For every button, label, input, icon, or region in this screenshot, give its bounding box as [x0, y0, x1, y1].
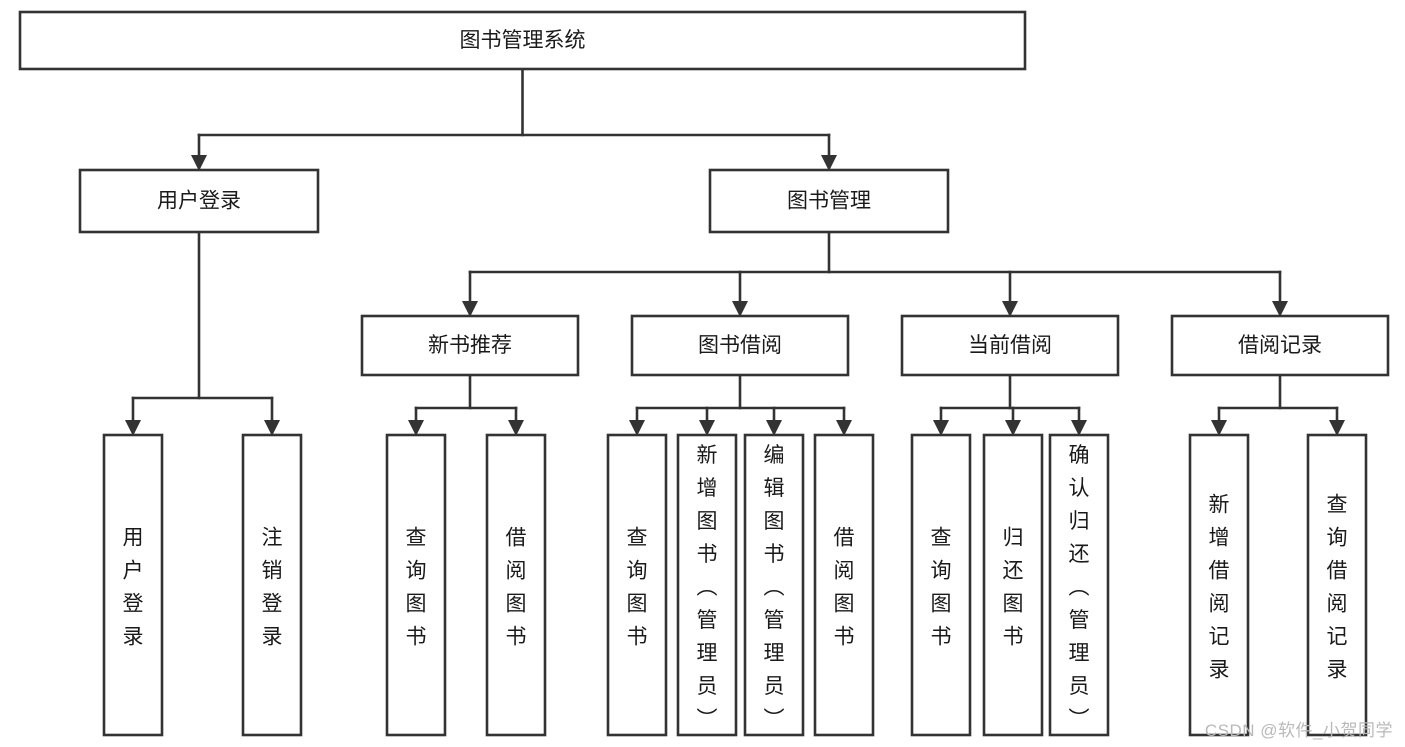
node-box: [241, 433, 303, 737]
node-leaf_12[interactable]: 查询借阅记录: [1306, 433, 1368, 737]
arrow-head-icon: [408, 420, 424, 436]
node-box: [1306, 433, 1368, 737]
node-l3_0[interactable]: 新书推荐: [360, 314, 580, 377]
node-l3_2[interactable]: 当前借阅: [900, 314, 1120, 377]
node-leaf_9[interactable]: 归还图书: [982, 433, 1044, 737]
arrow-head-icon: [1002, 301, 1018, 317]
node-box: [385, 433, 447, 737]
arrow-head-icon: [191, 155, 207, 171]
node-box: [78, 168, 320, 234]
connector-layer: [125, 67, 1345, 436]
watermark: CSDN @软件_小贺同学: [1204, 721, 1393, 740]
node-label: 新增图书︵管理员︶: [697, 444, 718, 731]
node-box: [743, 433, 805, 737]
node-leaf_10[interactable]: 确认归还︵管理员︶: [1048, 433, 1110, 737]
arrow-head-icon: [1329, 420, 1345, 436]
node-leaf_2[interactable]: 查询图书: [385, 433, 447, 737]
node-box: [485, 433, 547, 737]
node-box: [910, 433, 972, 737]
node-box: [18, 10, 1027, 71]
arrow-head-icon: [264, 420, 280, 436]
arrow-head-icon: [508, 420, 524, 436]
node-l3_3[interactable]: 借阅记录: [1170, 314, 1390, 377]
node-label: 查询借阅记录: [1327, 494, 1348, 682]
node-label: 借阅图书: [834, 527, 855, 649]
node-leaf_8[interactable]: 查询图书: [910, 433, 972, 737]
node-leaf_1[interactable]: 注销登录: [241, 433, 303, 737]
node-label: 注销登录: [262, 527, 283, 649]
node-label: 用户登录: [157, 190, 241, 213]
node-box: [676, 433, 738, 737]
node-label: 当前借阅: [968, 334, 1052, 357]
arrow-head-icon: [766, 420, 782, 436]
node-l3_1[interactable]: 图书借阅: [630, 314, 850, 377]
arrow-head-icon: [699, 420, 715, 436]
arrow-head-icon: [125, 420, 141, 436]
node-box: [360, 314, 580, 377]
node-box: [102, 433, 164, 737]
node-label: 用户登录: [123, 527, 144, 649]
node-box: [1170, 314, 1390, 377]
node-label: 借阅记录: [1238, 334, 1322, 357]
node-label: 归还图书: [1003, 527, 1024, 649]
arrow-head-icon: [1005, 420, 1021, 436]
node-label: 借阅图书: [506, 527, 527, 649]
node-leaf_3[interactable]: 借阅图书: [485, 433, 547, 737]
arrow-head-icon: [732, 301, 748, 317]
arrow-head-icon: [836, 420, 852, 436]
node-box: [708, 168, 950, 234]
arrow-head-icon: [933, 420, 949, 436]
node-box: [630, 314, 850, 377]
node-box: [606, 433, 668, 737]
node-l2_1[interactable]: 图书管理: [708, 168, 950, 234]
node-label: 新书推荐: [428, 334, 512, 357]
node-l2_0[interactable]: 用户登录: [78, 168, 320, 234]
node-leaf_6[interactable]: 编辑图书︵管理员︶: [743, 433, 805, 737]
node-leaf_7[interactable]: 借阅图书: [813, 433, 875, 737]
node-box: [982, 433, 1044, 737]
node-label: 编辑图书︵管理员︶: [764, 444, 785, 731]
node-box: [1188, 433, 1250, 737]
node-leaf_5[interactable]: 新增图书︵管理员︶: [676, 433, 738, 737]
node-leaf_4[interactable]: 查询图书: [606, 433, 668, 737]
arrow-head-icon: [821, 155, 837, 171]
arrow-head-icon: [1272, 301, 1288, 317]
node-label: 查询图书: [931, 527, 952, 649]
node-label: 图书借阅: [698, 334, 782, 357]
node-box: [1048, 433, 1110, 737]
node-label: 查询图书: [627, 527, 648, 649]
arrow-head-icon: [462, 301, 478, 317]
node-label: 图书管理系统: [460, 29, 586, 52]
node-leaf_11[interactable]: 新增借阅记录: [1188, 433, 1250, 737]
arrow-head-icon: [1211, 420, 1227, 436]
node-label: 确认归还︵管理员︶: [1069, 444, 1090, 731]
arrow-head-icon: [1071, 420, 1087, 436]
node-box: [813, 433, 875, 737]
node-label: 查询图书: [406, 527, 427, 649]
node-leaf_0[interactable]: 用户登录: [102, 433, 164, 737]
node-label: 图书管理: [787, 190, 871, 213]
arrow-head-icon: [629, 420, 645, 436]
node-layer: 图书管理系统用户登录图书管理新书推荐图书借阅当前借阅借阅记录用户登录注销登录查询…: [18, 10, 1390, 737]
node-label: 新增借阅记录: [1209, 494, 1230, 682]
node-root[interactable]: 图书管理系统: [18, 10, 1027, 71]
node-box: [900, 314, 1120, 377]
